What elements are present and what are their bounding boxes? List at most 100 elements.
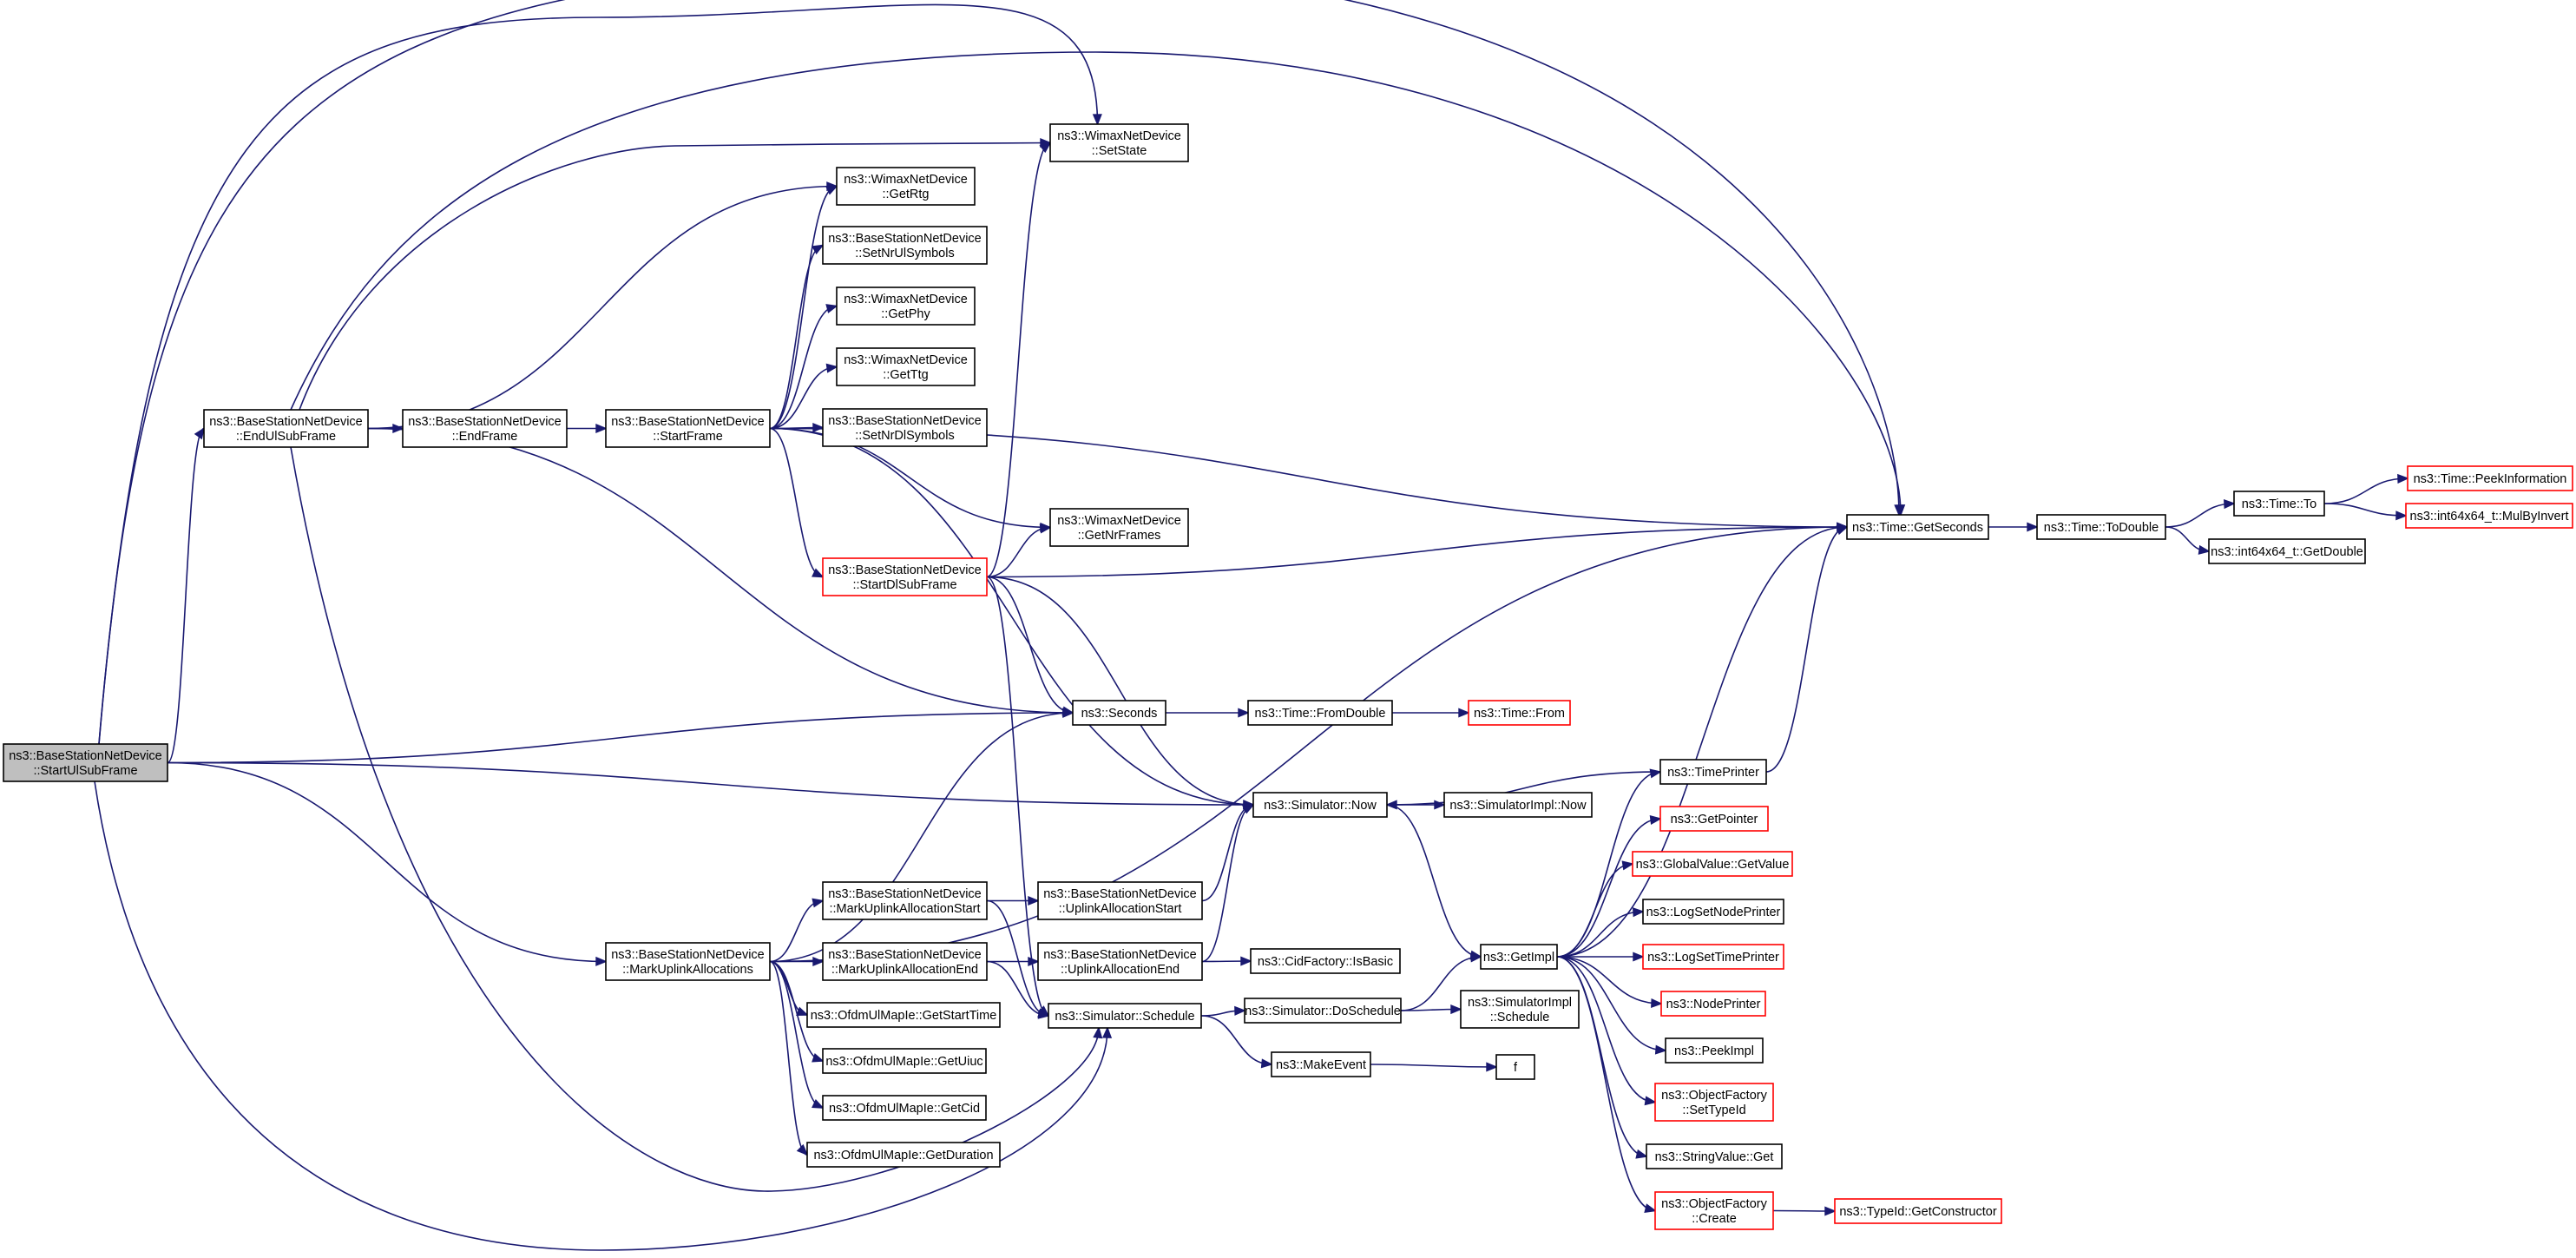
- node-seconds[interactable]: ns3::Seconds: [1072, 700, 1166, 726]
- arrowhead: [1234, 1005, 1246, 1016]
- node-label-line: ns3::Simulator::DoSchedule: [1245, 1004, 1401, 1018]
- node-uplinkAllocationStart[interactable]: ns3::BaseStationNetDevice::UplinkAllocat…: [1037, 881, 1203, 920]
- node-simNow[interactable]: ns3::Simulator::Now: [1252, 792, 1388, 818]
- node-f[interactable]: f: [1495, 1054, 1535, 1080]
- node-setState[interactable]: ns3::WimaxNetDevice::SetState: [1049, 123, 1189, 162]
- node-cidIsBasic[interactable]: ns3::CidFactory::IsBasic: [1250, 948, 1401, 974]
- node-getPointer[interactable]: ns3::GetPointer: [1659, 806, 1769, 832]
- node-label-line: ns3::int64x64_t::MulByInvert: [2410, 510, 2569, 524]
- node-simSchedule[interactable]: ns3::Simulator::Schedule: [1048, 1003, 1202, 1029]
- node-label-line: ::SetTypeId: [1682, 1103, 1745, 1117]
- arrowhead: [796, 1006, 809, 1017]
- node-box: [1660, 991, 1766, 1017]
- node-box: [605, 942, 771, 981]
- node-label-line: ns3::TimePrinter: [1667, 766, 1759, 780]
- node-box: [836, 287, 976, 326]
- node-logSetTimePrinter[interactable]: ns3::LogSetTimePrinter: [1642, 944, 1784, 970]
- node-getNrFrames[interactable]: ns3::WimaxNetDevice::GetNrFrames: [1049, 508, 1189, 547]
- node-peekInformation[interactable]: ns3::Time::PeekInformation: [2407, 465, 2573, 491]
- node-label-line: ns3::BaseStationNetDevice: [9, 749, 162, 763]
- node-box: [2405, 503, 2573, 529]
- node-doSchedule[interactable]: ns3::Simulator::DoSchedule: [1244, 998, 1402, 1024]
- node-getCid[interactable]: ns3::OfdmUlMapIe::GetCid: [822, 1095, 987, 1121]
- edge-line: [167, 712, 1074, 764]
- arrowhead: [812, 1052, 825, 1063]
- node-getUiuc[interactable]: ns3::OfdmUlMapIe::GetUiuc: [822, 1048, 987, 1074]
- node-label-line: ::GetTtg: [883, 368, 928, 382]
- arrowhead: [1824, 1206, 1837, 1216]
- node-setNrDlSymbols[interactable]: ns3::BaseStationNetDevice::SetNrDlSymbol…: [822, 408, 988, 447]
- node-label-line: ns3::OfdmUlMapIe::GetStartTime: [811, 1009, 997, 1023]
- node-label-line: ns3::SimulatorImpl::Now: [1449, 799, 1587, 813]
- node-getDouble[interactable]: ns3::int64x64_t::GetDouble: [2208, 538, 2366, 564]
- node-getDuration[interactable]: ns3::OfdmUlMapIe::GetDuration: [806, 1142, 1001, 1168]
- node-box: [1049, 508, 1189, 547]
- node-markUplinkAllocationEnd[interactable]: ns3::BaseStationNetDevice::MarkUplinkAll…: [822, 942, 988, 981]
- edge-line: [290, 446, 1100, 1192]
- node-logSetNodePrinter[interactable]: ns3::LogSetNodePrinter: [1642, 899, 1784, 925]
- node-label-line: ns3::BaseStationNetDevice: [828, 414, 982, 428]
- node-peekImpl[interactable]: ns3::PeekImpl: [1665, 1037, 1764, 1064]
- node-markUplinkAllocationStart[interactable]: ns3::BaseStationNetDevice::MarkUplinkAll…: [822, 881, 988, 920]
- node-getSeconds[interactable]: ns3::Time::GetSeconds: [1846, 514, 1989, 540]
- arrowhead: [1037, 1009, 1050, 1019]
- node-label-line: ns3::LogSetNodePrinter: [1646, 906, 1781, 919]
- node-endUlSubFrame[interactable]: ns3::BaseStationNetDevice::EndUlSubFrame: [203, 409, 369, 448]
- arrowhead: [595, 423, 608, 434]
- edge-timePrinter-to-simNow: [1385, 771, 1661, 810]
- node-label-line: ::UplinkAllocationStart: [1059, 902, 1182, 916]
- node-fromDouble[interactable]: ns3::Time::FromDouble: [1247, 700, 1393, 726]
- arrowhead: [1896, 504, 1906, 517]
- arrowhead: [1240, 956, 1252, 966]
- node-markUplinkAllocations[interactable]: ns3::BaseStationNetDevice::MarkUplinkAll…: [605, 942, 771, 981]
- node-setNrUlSymbols[interactable]: ns3::BaseStationNetDevice::SetNrUlSymbol…: [822, 226, 988, 265]
- node-objectFactoryCreate[interactable]: ns3::ObjectFactory::Create: [1654, 1191, 1774, 1230]
- arrowhead: [812, 422, 825, 433]
- node-label-line: ns3::BaseStationNetDevice: [209, 415, 363, 429]
- edge-line: [167, 761, 1254, 806]
- node-getPhy[interactable]: ns3::WimaxNetDevice::GetPhy: [836, 287, 976, 326]
- edge-line: [299, 142, 1051, 411]
- node-timePrinter[interactable]: ns3::TimePrinter: [1659, 759, 1767, 785]
- node-label-line: ns3::WimaxNetDevice: [844, 353, 968, 367]
- arrowhead: [812, 956, 825, 967]
- node-label-line: ns3::Simulator::Now: [1264, 799, 1377, 813]
- node-label-line: ns3::OfdmUlMapIe::GetUiuc: [825, 1055, 982, 1069]
- node-root[interactable]: ns3::BaseStationNetDevice::StartUlSubFra…: [3, 743, 168, 782]
- node-startDlSubFrame[interactable]: ns3::BaseStationNetDevice::StartDlSubFra…: [822, 557, 988, 596]
- node-label-line: ::StartDlSubFrame: [852, 578, 956, 592]
- node-uplinkAllocationEnd[interactable]: ns3::BaseStationNetDevice::UplinkAllocat…: [1037, 942, 1203, 981]
- node-getTtg[interactable]: ns3::WimaxNetDevice::GetTtg: [836, 347, 976, 386]
- node-getImpl[interactable]: ns3::GetImpl: [1480, 944, 1558, 970]
- arrowhead: [1385, 800, 1397, 810]
- node-nodePrinter[interactable]: ns3::NodePrinter: [1660, 991, 1766, 1017]
- edge-line: [986, 576, 1074, 714]
- node-label-line: ns3::GlobalValue::GetValue: [1636, 858, 1790, 872]
- arrowhead: [825, 363, 838, 373]
- node-box: [1659, 806, 1769, 832]
- node-toDouble[interactable]: ns3::Time::ToDouble: [2036, 514, 2166, 540]
- edge-getImpl-to-objectFactorySetTypeId: [1556, 956, 1657, 1106]
- node-timeFrom[interactable]: ns3::Time::From: [1468, 700, 1571, 726]
- node-stringValueGet[interactable]: ns3::StringValue::Get: [1646, 1143, 1783, 1169]
- node-makeEvent[interactable]: ns3::MakeEvent: [1271, 1051, 1371, 1077]
- edge-line: [769, 960, 824, 1109]
- node-globalValueGetValue[interactable]: ns3::GlobalValue::GetValue: [1632, 851, 1793, 877]
- node-getStartTime[interactable]: ns3::OfdmUlMapIe::GetStartTime: [806, 1002, 1001, 1028]
- node-label-line: ::MarkUplinkAllocations: [622, 963, 753, 977]
- node-label-line: ns3::Time::From: [1474, 707, 1565, 721]
- node-simImplNow[interactable]: ns3::SimulatorImpl::Now: [1443, 792, 1593, 818]
- node-getConstructor[interactable]: ns3::TypeId::GetConstructor: [1834, 1198, 2002, 1224]
- node-simImplSchedule[interactable]: ns3::SimulatorImpl::Schedule: [1460, 990, 1580, 1029]
- arrowhead: [1649, 768, 1662, 779]
- node-label-line: ns3::BaseStationNetDevice: [1043, 887, 1197, 901]
- node-endFrame[interactable]: ns3::BaseStationNetDevice::EndFrame: [402, 409, 568, 448]
- node-timeTo[interactable]: ns3::Time::To: [2233, 491, 2325, 517]
- node-label-line: ::Schedule: [1490, 1011, 1550, 1024]
- node-startFrame[interactable]: ns3::BaseStationNetDevice::StartFrame: [605, 409, 771, 448]
- node-mulByInvert[interactable]: ns3::int64x64_t::MulByInvert: [2405, 503, 2573, 529]
- node-box: [1250, 948, 1401, 974]
- node-getRtg[interactable]: ns3::WimaxNetDevice::GetRtg: [836, 167, 976, 206]
- edge-getImpl-to-logSetNodePrinter: [1556, 907, 1645, 958]
- node-objectFactorySetTypeId[interactable]: ns3::ObjectFactory::SetTypeId: [1654, 1083, 1774, 1122]
